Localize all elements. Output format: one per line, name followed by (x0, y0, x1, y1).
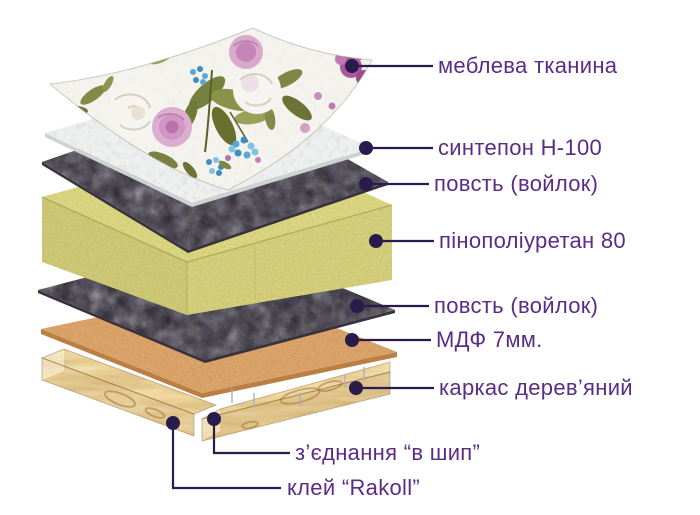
callout-dot (359, 141, 373, 155)
callout-dot (369, 234, 383, 248)
foam-top-crease (41, 196, 393, 263)
label-joint: з’єднання “в шип” (295, 440, 480, 465)
callout-felt-lower: повсть (войлок) (350, 293, 598, 318)
callout-dot (345, 59, 359, 73)
callout-line (171, 423, 281, 490)
callout-felt-upper: повсть (войлок) (359, 171, 598, 196)
label-foam: пінополіуретан 80 (439, 228, 626, 253)
label-frame: каркас дерев’яний (439, 375, 633, 400)
wood-knots (103, 380, 343, 430)
callout-dot (166, 416, 180, 430)
batting-edge (45, 133, 372, 207)
callout-frame: каркас дерев’яний (349, 375, 633, 400)
callout-dot (345, 333, 359, 347)
wood-left-beam-front-shade (42, 358, 194, 436)
felt-upper-edge (42, 162, 388, 253)
callout-foam: пінополіуретан 80 (369, 228, 626, 253)
wood-left-end-cap (42, 349, 64, 380)
callout-joint: з’єднання “в шип” (207, 412, 480, 465)
staples (231, 367, 365, 407)
foam-front-right-face (187, 205, 392, 315)
label-fabric: меблева тканина (438, 53, 618, 78)
callout-dot (350, 299, 364, 313)
callout-dot (207, 412, 221, 426)
callout-mdf: МДФ 7мм. (345, 327, 543, 352)
label-padding: синтепон Н-100 (438, 135, 602, 160)
callout-dot (349, 381, 363, 395)
foam-front-left-face (42, 197, 187, 315)
wood-right-beam-front-shade (202, 372, 390, 441)
label-felt-lower: повсть (войлок) (434, 293, 598, 318)
callouts: меблева тканина синтепон Н-100 повсть (в… (166, 53, 633, 500)
callout-dot (359, 177, 373, 191)
callout-line (212, 419, 290, 455)
label-felt-upper: повсть (войлок) (434, 171, 598, 196)
callout-glue: клей “Rakoll” (166, 416, 420, 500)
callout-fabric: меблева тканина (345, 53, 618, 78)
callout-padding: синтепон Н-100 (359, 135, 602, 160)
label-mdf: МДФ 7мм. (436, 327, 543, 352)
label-glue: клей “Rakoll” (287, 475, 420, 500)
